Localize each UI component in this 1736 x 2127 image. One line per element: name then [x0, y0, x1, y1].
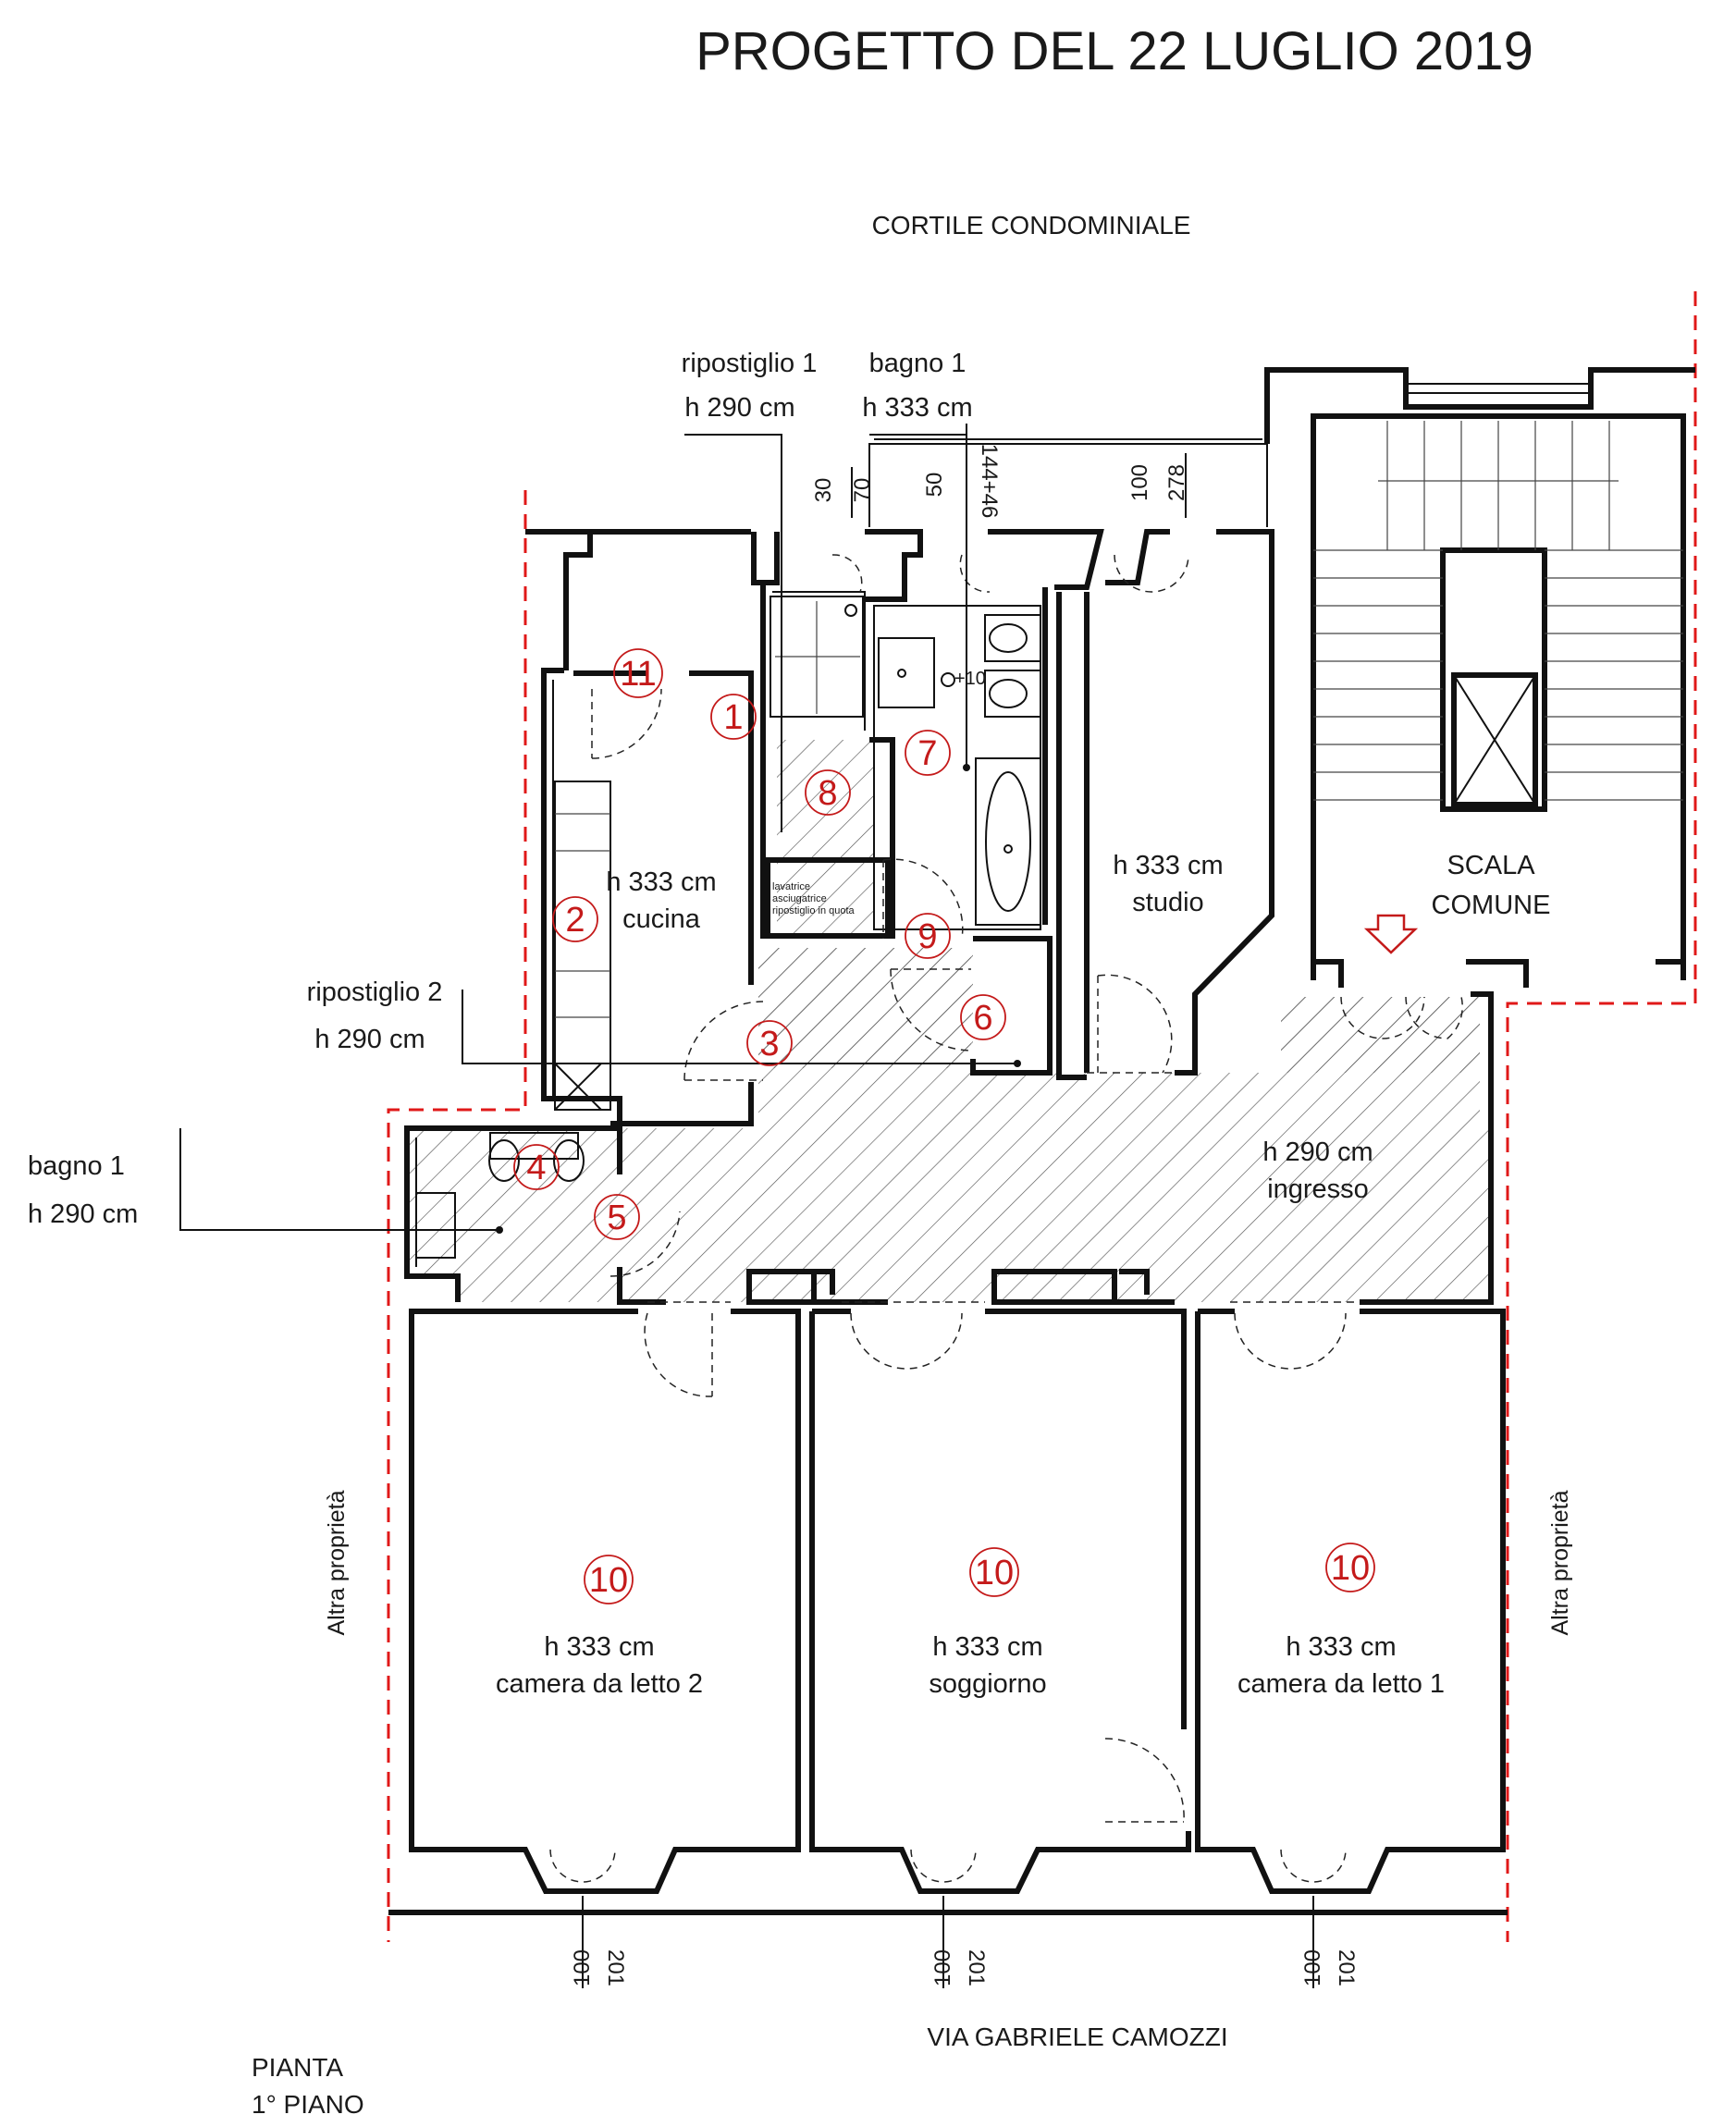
room-ingresso-height: h 290 cm: [1262, 1137, 1373, 1167]
dimension-numbers: 30 70 50 144+46 100 278 100 201 100 201 …: [570, 444, 1359, 1986]
room-soggiorno-height: h 333 cm: [932, 1632, 1042, 1662]
street-label: VIA GABRIELE CAMOZZI: [927, 2022, 1227, 2051]
property-boundary: [387, 291, 1697, 1942]
sink-bagno1-left: [415, 1192, 456, 1259]
dim-70: 70: [850, 478, 875, 503]
plan-label-line2: 1° PIANO: [252, 2090, 364, 2119]
bidet: [984, 670, 1041, 718]
dim-bottom-100-c: 100: [1300, 1949, 1325, 1986]
marker-11: 11: [620, 655, 656, 694]
shower-tray: [770, 596, 864, 718]
laundry-note-line1: lavatrice: [772, 881, 810, 892]
marker-10-camera2: 10: [589, 1561, 628, 1600]
bath-floor-level: +10: [954, 669, 986, 689]
dim-bottom-100-b: 100: [930, 1949, 955, 1986]
adjacent-property-left: Altra proprietà: [324, 1490, 350, 1635]
marker-10-soggiorno: 10: [975, 1554, 1014, 1592]
room-camera2-height: h 333 cm: [544, 1632, 654, 1662]
bathtub: [975, 757, 1041, 926]
markers: 1 2 3 4 5 6 7 8 9 10 10 10 11: [513, 648, 1375, 1604]
toilet: [984, 614, 1041, 662]
room-camera1-height: h 333 cm: [1286, 1632, 1396, 1662]
room-cucina-height: h 333 cm: [606, 867, 716, 897]
room-scala-line2: COMUNE: [1432, 891, 1551, 920]
marker-1: 1: [723, 698, 743, 737]
plan-title: PROGETTO DEL 22 LUGLIO 2019: [696, 21, 1533, 81]
room-camera1-name: camera da letto 1: [1237, 1669, 1445, 1699]
balconies: [525, 367, 1695, 670]
adjacent-property-right: Altra proprietà: [1547, 1490, 1573, 1635]
courtyard-label: CORTILE CONDOMINIALE: [872, 211, 1191, 240]
room-studio-height: h 333 cm: [1113, 851, 1223, 880]
marker-2: 2: [565, 901, 585, 940]
label-ripostiglio-2-height: h 290 cm: [314, 1025, 425, 1054]
stair-steps: [1313, 421, 1683, 801]
sink-bagno1: [878, 637, 935, 708]
label-bagno-1-top-height: h 333 cm: [862, 393, 972, 423]
entrance-arrow-icon: [1363, 914, 1419, 954]
label-bagno-1-left-height: h 290 cm: [28, 1199, 138, 1229]
hatched-areas: [407, 740, 1491, 1302]
marker-8: 8: [818, 774, 837, 813]
label-ripostiglio-1: ripostiglio 1: [682, 349, 818, 378]
laundry-note-line2: asciugatrice: [772, 893, 827, 904]
marker-5: 5: [607, 1199, 626, 1237]
room-studio-name: studio: [1132, 888, 1203, 917]
dim-bottom-201-a: 201: [603, 1949, 628, 1986]
label-bagno-1-top: bagno 1: [869, 349, 966, 378]
marker-4: 4: [526, 1149, 546, 1187]
room-camera2-name: camera da letto 2: [496, 1669, 703, 1699]
dim-50: 50: [922, 473, 947, 498]
label-ripostiglio-1-height: h 290 cm: [684, 393, 794, 423]
dim-278: 278: [1164, 464, 1189, 501]
room-cucina-name: cucina: [622, 904, 701, 934]
dim-144-46: 144+46: [977, 444, 1002, 519]
plan-label-line1: PIANTA: [252, 2053, 343, 2082]
label-ripostiglio-2: ripostiglio 2: [307, 977, 443, 1007]
dim-bottom-201-c: 201: [1334, 1949, 1359, 1986]
kitchen-counter: [554, 781, 611, 1111]
laundry-note-line3: ripostiglio in quota: [772, 905, 856, 916]
marker-6: 6: [973, 999, 992, 1038]
room-scala-line1: SCALA: [1447, 851, 1535, 880]
leader-lines: [179, 434, 1021, 1234]
marker-3: 3: [759, 1025, 779, 1064]
room-soggiorno-name: soggiorno: [929, 1669, 1046, 1699]
marker-7: 7: [917, 734, 937, 773]
marker-10-camera1: 10: [1331, 1549, 1370, 1588]
dimension-lines: [582, 424, 1314, 1988]
dim-bottom-201-b: 201: [964, 1949, 989, 1986]
label-bagno-1-left: bagno 1: [28, 1151, 125, 1181]
walls: [388, 413, 1686, 1915]
dim-100-top: 100: [1127, 464, 1152, 501]
room-ingresso-name: ingresso: [1267, 1174, 1369, 1204]
marker-9: 9: [917, 917, 937, 956]
dim-30: 30: [811, 478, 836, 503]
dim-bottom-100-a: 100: [570, 1949, 595, 1986]
